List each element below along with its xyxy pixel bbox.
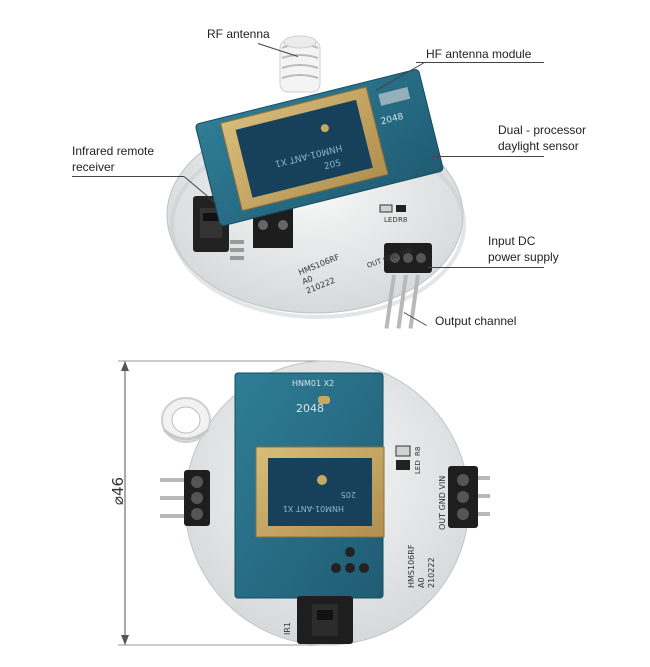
top-board-view: HNM01-ANT X1 205 2048 LED R8 OUT GND VIN [166, 35, 466, 329]
label-input-dc-1: Input DC [488, 234, 536, 248]
bottom-chip-text: HNM01-ANT X1 [283, 504, 344, 513]
top-led-label: LED [384, 216, 398, 224]
label-rf-antenna: RF antenna [207, 27, 270, 41]
label-ir-receiver-1: Infrared remote [72, 144, 155, 158]
bottom-right-terminal: OUT GND VIN [438, 466, 490, 530]
leader-dual-processor [432, 156, 544, 157]
leader-input-dc [428, 267, 544, 268]
dimension-value: 46 [109, 476, 128, 497]
top-chip-code: 205 [323, 158, 342, 172]
label-hf-module: HF antenna module [426, 47, 532, 61]
dimension-marker [118, 360, 320, 646]
bottom-rev: A0 [417, 577, 426, 588]
top-rev: A0 [301, 274, 314, 286]
dimension-symbol: ⌀ [109, 496, 128, 506]
bottom-hf-module: HNM01 X2 2048 HNM01-ANT X1 205 [234, 372, 385, 599]
dimension-label: ⌀46 [109, 477, 127, 505]
top-rf-antenna [279, 35, 321, 93]
label-ir-receiver-2: receiver [72, 160, 115, 174]
bottom-ir-label: IR1 [283, 622, 292, 635]
label-dual-processor-2: daylight sensor [498, 139, 579, 153]
bottom-led-label: LED [414, 460, 422, 474]
bottom-ir-receiver: IR1 [283, 596, 353, 644]
label-dual-processor-1: Dual - processor [498, 123, 587, 137]
top-hf-module: HNM01-ANT X1 205 2048 [195, 69, 444, 226]
bottom-r8-label: R8 [414, 447, 422, 456]
top-led: LED R8 [379, 204, 407, 224]
label-input-dc-2: power supply [488, 250, 559, 264]
leader-ir-receiver-h [72, 176, 184, 177]
bottom-board-text: HMS106RF A0 210222 [407, 544, 436, 588]
label-output-channel: Output channel [435, 314, 517, 328]
bottom-led: LED R8 [395, 445, 422, 474]
top-r8-label: R8 [398, 216, 407, 224]
bottom-module-code: 2048 [296, 402, 324, 415]
bottom-chip-code: 205 [341, 490, 356, 499]
leader-hf-module-h [416, 62, 544, 63]
bottom-rf-antenna [161, 397, 211, 443]
bottom-model: HMS106RF [407, 544, 416, 588]
bottom-pins-label: OUT GND VIN [438, 476, 447, 530]
bottom-top-label: HNM01 X2 [292, 379, 334, 388]
bottom-board-view: OUT GND VIN LED R8 HNM01 X2 2048 HNM01-A… [118, 360, 490, 646]
bottom-date: 210222 [427, 557, 436, 588]
bottom-left-terminal [160, 470, 210, 526]
